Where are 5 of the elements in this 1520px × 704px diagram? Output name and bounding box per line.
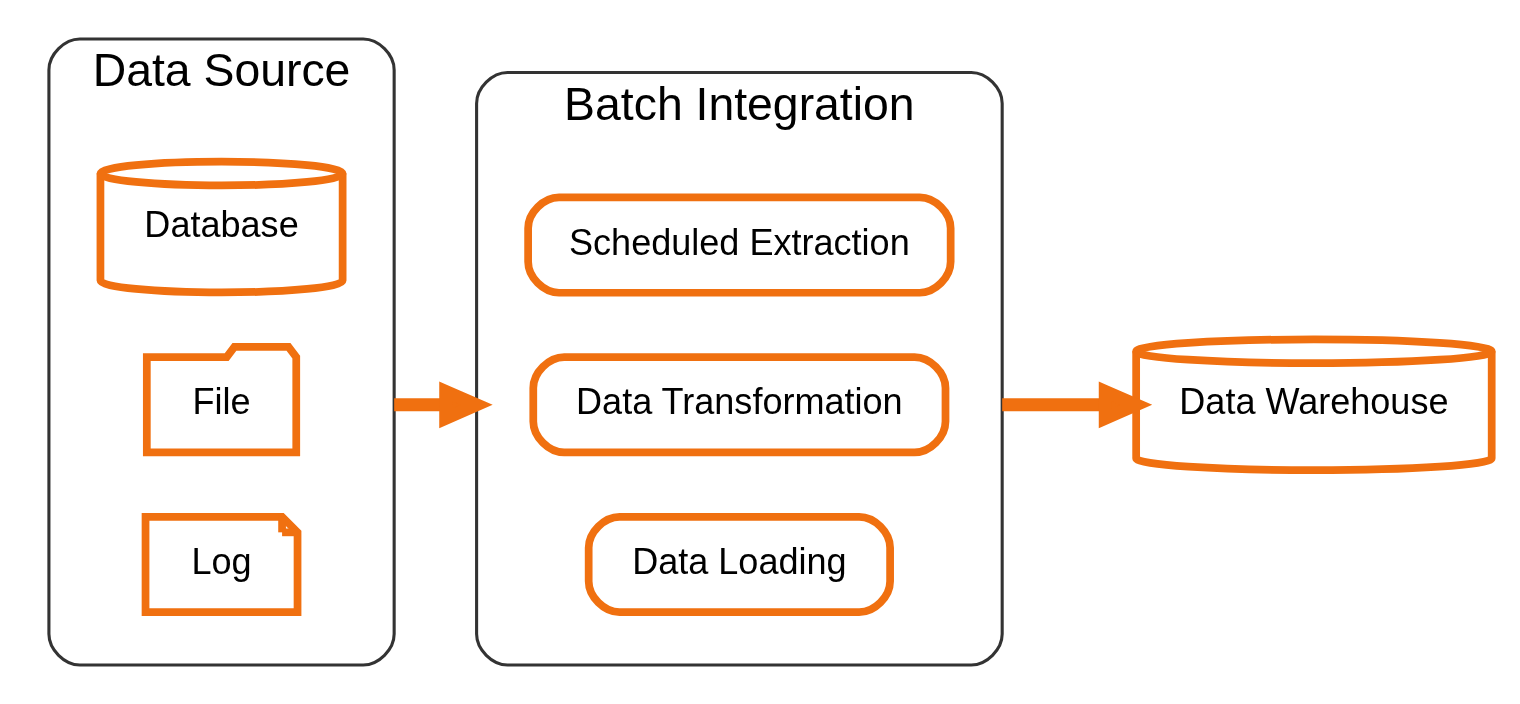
node-box: Data Transformation [529, 353, 950, 457]
node-box: Scheduled Extraction [524, 193, 955, 297]
arrow [394, 381, 493, 429]
node-box: Data Loading [584, 513, 894, 617]
arrow [1002, 381, 1153, 429]
